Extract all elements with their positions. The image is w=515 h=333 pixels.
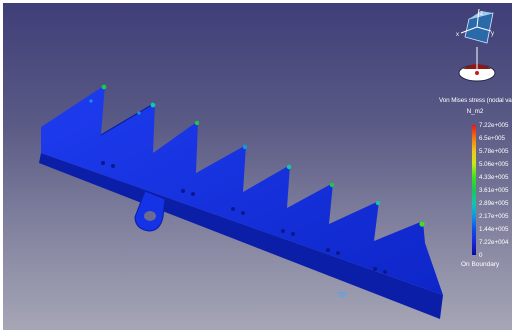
stress-legend: Von Mises stress (nodal value) N_m2 7.22…	[439, 97, 512, 277]
legend-value: 7.22e+005	[479, 121, 509, 129]
legend-title: Von Mises stress (nodal value)	[439, 97, 512, 104]
legend-value: 5.06e+005	[479, 160, 509, 168]
on-boundary-label: On Boundary	[461, 261, 500, 268]
legend-value: 2.17e+005	[479, 212, 509, 220]
legend-value: 7.22e+004	[479, 238, 509, 246]
color-scale-bar[interactable]	[472, 125, 476, 255]
lug-hole	[144, 211, 156, 221]
rail-holes	[101, 161, 387, 274]
3d-viewport[interactable]: z x y Von Mises stress (nodal value) N_m…	[3, 3, 512, 330]
legend-value: 3.61e+005	[479, 186, 509, 194]
legend-value: 1.44e+005	[479, 225, 509, 233]
boundary-marker	[337, 292, 347, 297]
compass-axis-y: y	[491, 31, 494, 37]
legend-value: 4.33e+005	[479, 173, 509, 181]
stress-model[interactable]	[3, 3, 512, 330]
legend-value: 0	[479, 251, 483, 259]
legend-value: 5.78e+005	[479, 147, 509, 155]
legend-value: 6.5e+005	[479, 134, 505, 142]
compass-axis-x: x	[456, 32, 459, 38]
compass-widget[interactable]: z x y	[451, 7, 503, 87]
toothed-bar	[41, 85, 443, 295]
compass-axis-z: z	[480, 11, 483, 17]
stress-hotspots	[89, 84, 425, 227]
compass-icon[interactable]: z x y	[451, 7, 503, 87]
tooth-edges	[100, 102, 156, 136]
legend-unit: N_m2	[466, 108, 484, 115]
legend-value: 2.89e+005	[479, 199, 509, 207]
rail-thickness	[39, 153, 443, 319]
